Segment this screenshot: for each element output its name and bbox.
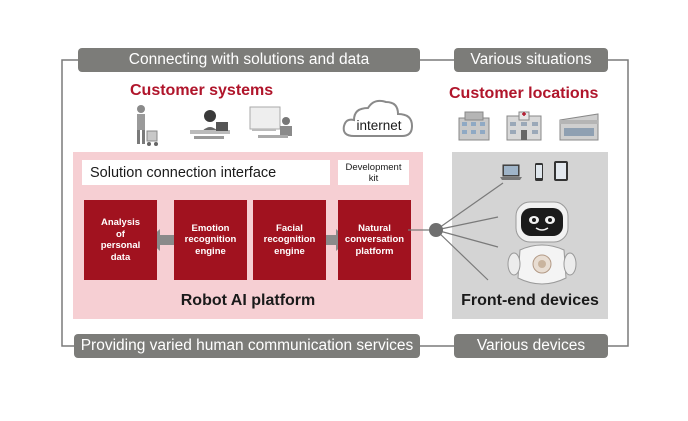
emotion-recognition-box: Emotion recognition engine	[174, 200, 247, 280]
office-building-icon	[458, 111, 490, 141]
phone-icon	[535, 163, 543, 181]
store-icon	[559, 113, 599, 141]
analysis-personal-data-box: Analysis of personal data	[84, 200, 157, 280]
various-devices-banner: Various devices	[454, 334, 608, 358]
hospital-icon	[506, 111, 542, 141]
internet-label: internet	[356, 118, 402, 133]
providing-services-banner: Providing varied human communication ser…	[74, 334, 420, 358]
customer-locations-heading: Customer locations	[449, 85, 599, 102]
connecting-banner: Connecting with solutions and data	[78, 48, 420, 72]
natural-conversation-box: Natural conversation platform	[338, 200, 411, 280]
facial-recognition-box: Facial recognition engine	[253, 200, 326, 280]
front-end-devices-title: Front-end devices	[461, 292, 599, 309]
customer-systems-heading: Customer systems	[130, 82, 274, 99]
robot-ai-platform-title: Robot AI platform	[180, 292, 316, 309]
solution-connection-interface: Solution connection interface	[82, 160, 330, 185]
laptop-icon	[500, 164, 522, 180]
hub-icon	[408, 182, 504, 281]
robot-icon	[507, 201, 577, 285]
worker-icon	[137, 105, 158, 146]
various-situations-banner: Various situations	[454, 48, 608, 72]
tablet-icon	[554, 161, 568, 181]
cloud-icon	[342, 99, 414, 137]
development-kit-box: Development kit	[338, 160, 409, 185]
office-worker-icon	[190, 110, 230, 139]
meeting-icon	[249, 106, 292, 138]
